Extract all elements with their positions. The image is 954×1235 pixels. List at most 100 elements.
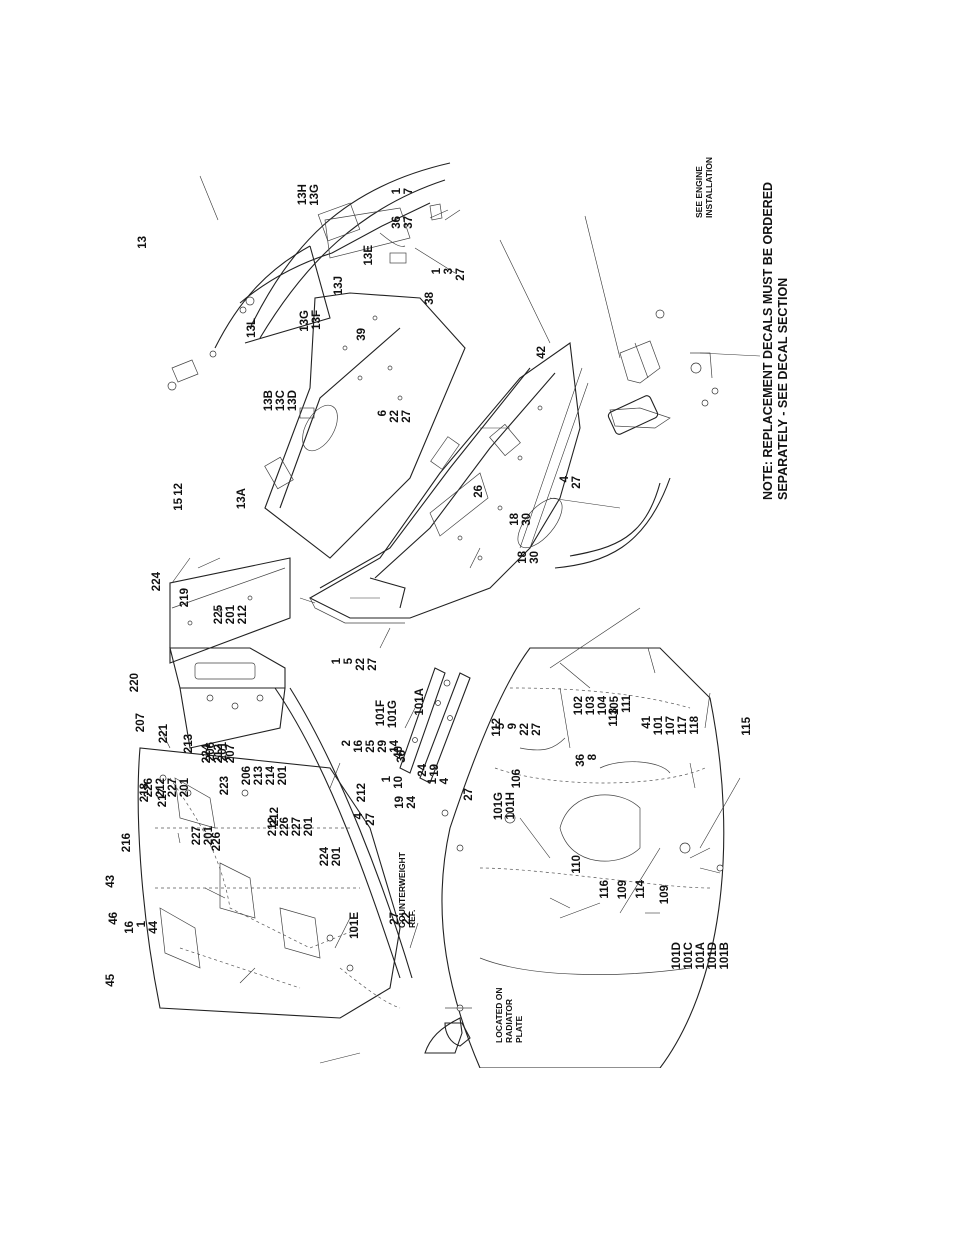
callout-c226: 226 (211, 832, 223, 851)
callout-label: 206 (205, 742, 217, 761)
decal-note-line-2: SEPARATELY - SEE DECAL SECTION (776, 278, 790, 500)
side-panels (264, 292, 466, 559)
callout-c115: 115 (741, 716, 753, 735)
callout-label: 42 (536, 346, 548, 359)
callout-label: 1 (391, 187, 403, 194)
callout-c111: 111 (621, 694, 633, 713)
callout-label: 5 (343, 657, 355, 664)
callout-c219: 219 (179, 588, 191, 607)
callout-label: 103 (585, 696, 597, 715)
callout-label: 36 (575, 754, 587, 767)
callout-label: 114 (635, 879, 647, 898)
radiator-ref-line-3: PLATE (514, 1015, 524, 1043)
callout-label: 44 (148, 920, 160, 933)
callout-label: 221 (158, 723, 170, 743)
callout-label: 43 (105, 875, 117, 888)
callout-label: 22 (519, 723, 531, 736)
callout-label: 16 (353, 740, 365, 753)
callout-label: 220 (129, 673, 141, 692)
callout-c113: 113 (608, 708, 620, 727)
callout-label: 14 (389, 739, 401, 752)
callout-label: 101D (671, 942, 683, 970)
callout-label: 107 (665, 716, 677, 735)
callout-label: 101E (349, 912, 361, 939)
callout-label: 13G (299, 310, 311, 332)
callout-c213: 213 (183, 734, 195, 753)
callout-label: 46 (108, 912, 120, 925)
callout-label: 201 (277, 765, 289, 785)
callout-c40: 40 (393, 746, 405, 759)
callout-label: 224 (151, 571, 163, 591)
callout-label: 212 (356, 783, 368, 802)
callout-label: 13J (333, 276, 345, 295)
callout-label: 36 (391, 216, 403, 229)
callout-label: 24 (406, 795, 418, 808)
callout-label: 19 (429, 764, 441, 777)
callout-c13A: 13A (236, 488, 248, 509)
callout-label: 201 (217, 741, 229, 761)
callout-label: 13G (309, 184, 321, 206)
callout-label: 104 (597, 695, 609, 715)
callout-label: 109 (659, 885, 671, 904)
callout-label: 226 (279, 817, 291, 836)
callout-label: 113 (608, 708, 620, 727)
callout-c218: 218 (139, 782, 151, 802)
counterweight-ref-line-2: REF. (407, 910, 417, 928)
callout-label: 101B (719, 942, 731, 970)
callout-label: 212 (269, 807, 281, 826)
callout-label: 13B (263, 390, 275, 411)
callout-c12: 12 (173, 483, 185, 496)
callout-c101A-top: 101A (414, 688, 426, 716)
callout-c45: 45 (105, 973, 117, 986)
callout-label: 27 (463, 788, 475, 801)
callout-label: 37 (403, 216, 415, 229)
callout-label: 29 (377, 740, 389, 753)
callout-c109b: 109 (617, 880, 629, 899)
callout-c46: 46 (108, 912, 120, 925)
callout-label: 101D (707, 942, 719, 970)
callout-c110: 110 (571, 855, 583, 874)
callout-label: 118 (689, 715, 701, 734)
callout-label: 1 (136, 920, 148, 927)
callout-label: 12 (173, 483, 185, 496)
callout-label: 10 (393, 776, 405, 789)
decal-note: NOTE: REPLACEMENT DECALS MUST BE ORDERED… (761, 182, 790, 500)
callout-label: 27 (389, 912, 401, 925)
callout-label: 13A (236, 488, 248, 509)
callout-label: 18 (509, 512, 521, 525)
callout-c112: 112 (491, 718, 503, 737)
callout-c114: 114 (635, 879, 647, 898)
callout-label: 13C (275, 390, 287, 411)
callout-label: 207 (135, 713, 147, 732)
callout-label: 115 (741, 716, 753, 735)
callout-c217: 217 (157, 788, 169, 807)
radiator-plate-hardware (444, 1004, 472, 1047)
callout-label: 101 (653, 715, 665, 735)
callout-label: 227 (167, 778, 179, 797)
callout-label: 226 (143, 778, 155, 797)
callout-label: 112 (491, 718, 503, 737)
callout-label: 207 (225, 744, 237, 763)
callout-c13: 13 (137, 236, 149, 249)
callout-label: 224 (319, 846, 331, 866)
rear-hood-assembly (137, 687, 463, 1054)
radiator-ref-line-2: RADIATOR (504, 999, 514, 1043)
callout-c207: 207 (135, 713, 147, 732)
callout-label: 2 (341, 740, 353, 746)
